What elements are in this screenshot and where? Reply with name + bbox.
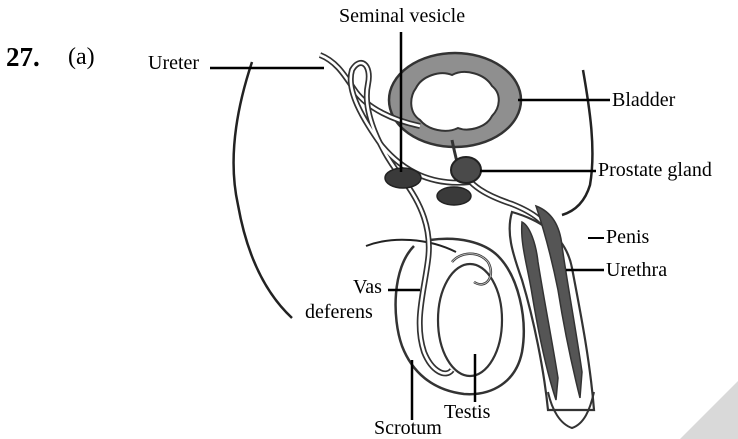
corner-page-mark xyxy=(680,381,738,439)
label-urethra: Urethra xyxy=(606,260,667,280)
testis xyxy=(438,264,502,376)
label-prostate-gland: Prostate gland xyxy=(598,160,712,180)
label-ureter: Ureter xyxy=(148,53,199,73)
label-testis: Testis xyxy=(444,402,490,422)
label-seminal-vesicle: Seminal vesicle xyxy=(339,6,465,26)
label-bladder: Bladder xyxy=(612,90,675,110)
label-penis: Penis xyxy=(606,227,649,247)
label-scrotum: Scrotum xyxy=(374,418,442,438)
label-deferens: deferens xyxy=(305,302,373,322)
bladder-cavity xyxy=(411,72,499,131)
body-outline-back xyxy=(234,62,292,318)
prostate-gland xyxy=(451,157,481,183)
body-outline-front xyxy=(562,70,592,215)
seminal-vesicle-lower xyxy=(437,187,471,205)
label-vas: Vas xyxy=(353,277,382,297)
seminal-vesicle-upper xyxy=(385,168,421,188)
